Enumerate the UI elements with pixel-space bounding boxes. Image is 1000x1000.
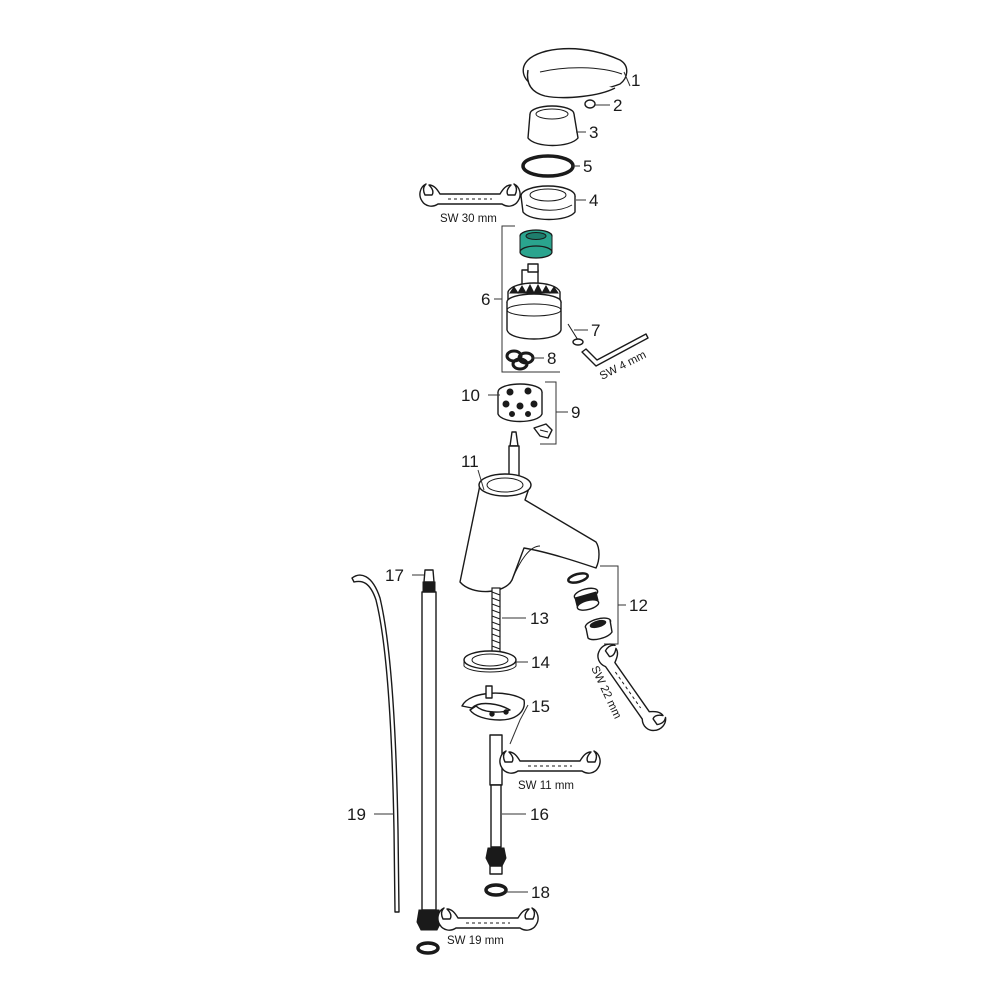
callout-12: 12	[629, 596, 648, 615]
leader-lines	[374, 71, 631, 893]
part-cover-sleeve[interactable]	[527, 105, 579, 147]
part-green-ring[interactable]	[519, 229, 553, 259]
part-horseshoe-clamp[interactable]	[461, 685, 525, 721]
callout-9: 9	[571, 403, 580, 422]
callout-2: 2	[613, 96, 622, 115]
callout-13: 13	[530, 609, 549, 628]
part-threaded-rod[interactable]	[491, 587, 501, 669]
callout-15: 15	[531, 697, 550, 716]
part-washer-14[interactable]	[463, 650, 517, 673]
wrench-icon-sw30	[419, 183, 521, 207]
callout-4: 4	[589, 191, 598, 210]
callout-14: 14	[531, 653, 550, 672]
part-lever-handle[interactable]	[522, 47, 628, 99]
callout-6: 6	[481, 290, 490, 309]
part-aerator-housing[interactable]	[584, 616, 613, 641]
callout-19: 19	[347, 805, 366, 824]
part-screw-7[interactable]	[567, 323, 584, 346]
tool-label-sw4: SW 4 mm	[598, 349, 648, 383]
callout-17: 17	[385, 566, 404, 585]
callout-7: 7	[591, 321, 600, 340]
part-diverter-unit[interactable]	[497, 383, 543, 423]
part-seals[interactable]	[505, 349, 535, 371]
part-clip[interactable]	[533, 423, 553, 439]
part-washer-18[interactable]	[484, 883, 508, 897]
callout-18: 18	[531, 883, 550, 902]
callout-3: 3	[589, 123, 598, 142]
wrench-icon-sw11	[499, 750, 601, 774]
tool-label-sw19: SW 19 mm	[447, 935, 504, 947]
callout-11: 11	[461, 452, 479, 471]
tool-label-sw30: SW 30 mm	[440, 213, 497, 225]
part-supply-hose[interactable]	[416, 569, 442, 931]
callout-5: 5	[583, 157, 592, 176]
part-hose-16[interactable]	[485, 734, 507, 875]
callout-1: 1	[631, 71, 640, 90]
part-faucet-body[interactable]	[459, 473, 600, 593]
tool-label-sw11: SW 11 mm	[518, 780, 574, 792]
callout-8: 8	[547, 349, 556, 368]
callout-16: 16	[530, 805, 549, 824]
part-nut-4[interactable]	[520, 185, 576, 221]
wrench-icon-sw19	[437, 907, 539, 931]
part-stem-11[interactable]	[508, 431, 520, 477]
group-bracket-9	[540, 381, 557, 445]
part-cartridge[interactable]	[506, 263, 562, 340]
part-o-ring-5[interactable]	[521, 154, 575, 178]
part-cap-screw[interactable]	[584, 99, 596, 109]
part-lift-rod[interactable]	[351, 574, 400, 913]
callout-10: 10	[461, 386, 480, 405]
hex-key-icon	[581, 333, 649, 367]
part-aerator-seal[interactable]	[567, 572, 589, 585]
part-aerator[interactable]	[573, 586, 600, 612]
part-washer-bottom[interactable]	[416, 941, 440, 955]
